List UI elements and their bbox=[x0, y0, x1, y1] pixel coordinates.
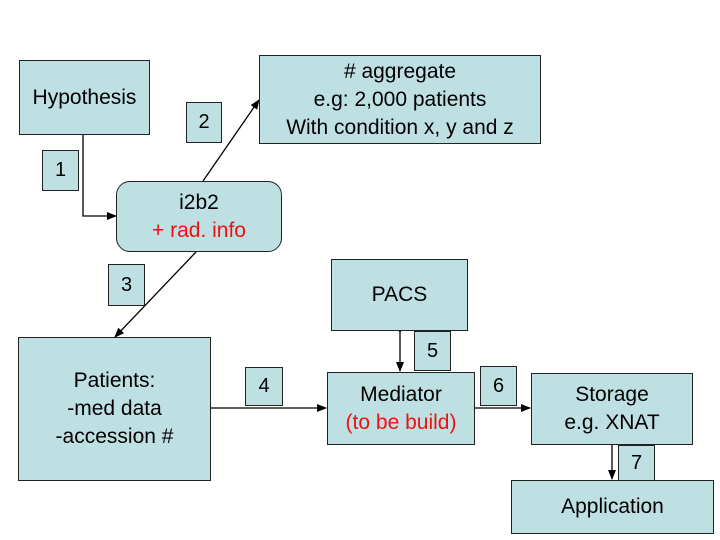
step-6-badge: 6 bbox=[480, 366, 517, 406]
step-5-badge: 5 bbox=[414, 331, 451, 371]
hypothesis-node: Hypothesis bbox=[19, 60, 150, 135]
edge-i2b2-to-patients bbox=[114, 251, 197, 338]
mediator-label: Mediator bbox=[360, 382, 442, 406]
storage-line-2: e.g. XNAT bbox=[564, 411, 660, 434]
step-2-badge: 2 bbox=[186, 102, 222, 143]
step-3-badge: 3 bbox=[108, 264, 145, 306]
patients-node: Patients: -med data -accession # bbox=[18, 337, 211, 481]
i2b2-sublabel: + rad. info bbox=[152, 218, 246, 242]
patients-line-1: Patients: bbox=[73, 369, 156, 392]
i2b2-node: i2b2 + rad. info bbox=[116, 181, 282, 252]
pacs-label: PACS bbox=[371, 283, 428, 306]
step-7-badge: 7 bbox=[618, 445, 655, 481]
step-4-badge: 4 bbox=[245, 367, 283, 406]
patients-line-3: -accession # bbox=[55, 425, 174, 448]
mediator-node: Mediator (to be build) bbox=[327, 372, 475, 445]
application-label: Application bbox=[561, 495, 664, 518]
storage-node: Storage e.g. XNAT bbox=[531, 373, 693, 445]
aggregate-line-3: With condition x, y and z bbox=[286, 115, 514, 139]
application-node: Application bbox=[511, 480, 714, 534]
aggregate-line-2: e.g: 2,000 patients bbox=[313, 87, 487, 111]
patients-line-2: -med data bbox=[67, 397, 162, 420]
edge-i2b2-to-aggregate bbox=[202, 99, 260, 182]
mediator-sublabel: (to be build) bbox=[345, 410, 457, 434]
hypothesis-label: Hypothesis bbox=[32, 85, 137, 109]
aggregate-node: # aggregate e.g: 2,000 patients With con… bbox=[259, 55, 541, 144]
i2b2-label: i2b2 bbox=[179, 190, 219, 214]
storage-line-1: Storage bbox=[575, 383, 649, 406]
aggregate-line-1: # aggregate bbox=[343, 59, 457, 83]
edge-hypothesis-to-i2b2 bbox=[82, 135, 117, 220]
step-1-badge: 1 bbox=[42, 150, 79, 191]
pacs-node: PACS bbox=[331, 259, 468, 331]
